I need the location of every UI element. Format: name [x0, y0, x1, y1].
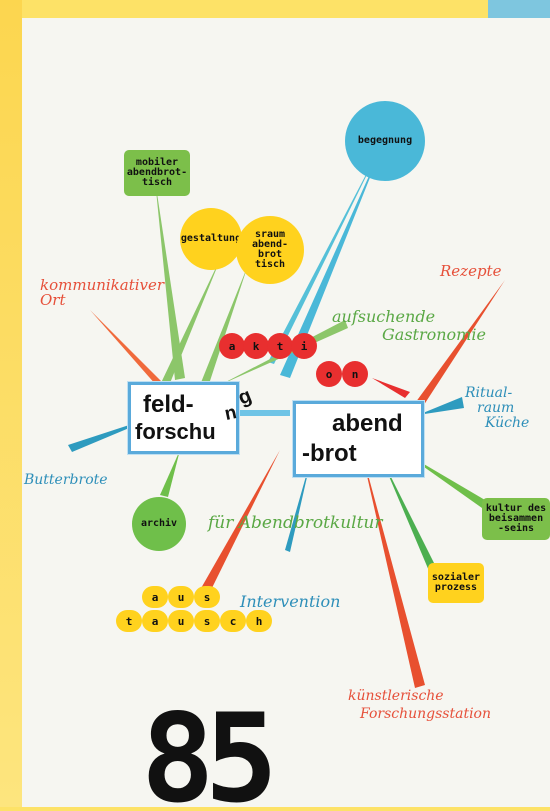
- aktion-letter-n: n: [342, 361, 368, 387]
- aktion-letter-a: a: [219, 333, 245, 359]
- kommunikativer-line-1: kommunikativer: [40, 276, 165, 294]
- node-kultur-des-beisammenseins: kultur des beisammen -seins: [482, 498, 550, 540]
- mobiler-line-2: abendbrot-: [126, 167, 188, 178]
- node-mobiler-abendbrottisch: mobiler abendbrot- tisch: [124, 150, 190, 196]
- ritualraum-line-3: Küche: [485, 415, 530, 431]
- kultur-line-2: beisammen: [488, 513, 544, 524]
- sraum-line-4: tisch: [254, 259, 286, 270]
- aktion-letter-k: k: [243, 333, 269, 359]
- label-aufsuchende-gastronomie: aufsuchende Gastronomie: [332, 308, 486, 344]
- sozialer-line-2: prozess: [434, 582, 478, 593]
- sraum-line-2: abend-: [251, 239, 289, 250]
- feld-line-1: feld-: [143, 391, 194, 418]
- blue-corner-band: [488, 0, 550, 18]
- main-box-abendbrot: abend -brot: [293, 401, 424, 477]
- label-intervention: Intervention: [240, 592, 341, 611]
- sraum-line-1: sraum: [254, 229, 286, 240]
- abend-line-1: abend: [332, 410, 403, 437]
- abend-line-2: -brot: [302, 440, 357, 467]
- kuenstlerische-line-2: Forschungsstation: [360, 706, 491, 722]
- top-border: [0, 0, 550, 18]
- kultur-line-3: -seins: [497, 523, 535, 534]
- kuenstlerische-line-1: künstlerische: [348, 688, 444, 704]
- label-butterbrote: Butterbrote: [24, 472, 108, 488]
- austausch-letter-c: c: [220, 610, 246, 632]
- label-rezepte: Rezepte: [440, 262, 502, 280]
- node-begegnung: begegnung: [345, 101, 425, 181]
- node-archiv: archiv: [132, 497, 186, 551]
- page-number: 85: [141, 688, 341, 811]
- austausch-letter-s2: s: [194, 610, 220, 632]
- left-border: [0, 0, 22, 807]
- austausch-letter-a: a: [142, 586, 168, 608]
- gestaltung-label: gestaltung: [180, 233, 242, 244]
- aktion-letter-t: t: [267, 333, 293, 359]
- node-sraum: sraum abend- brot tisch: [236, 216, 304, 284]
- mobiler-line-3: tisch: [141, 177, 173, 188]
- aufsuchende-line-2: Gastronomie: [382, 325, 486, 344]
- austausch-letter-u2: u: [168, 610, 194, 632]
- sraum-line-3: brot: [257, 249, 283, 260]
- label-kommunikativer-ort: kommunikativer Ort: [40, 278, 164, 308]
- ritualraum-line-1: Ritual-: [465, 385, 513, 401]
- kommunikativer-line-2: Ort: [40, 291, 66, 309]
- label-fuer-abendbrotkultur: für Abendbrotkultur: [208, 513, 383, 533]
- archiv-label: archiv: [140, 518, 178, 529]
- node-gestaltung: gestaltung: [180, 208, 242, 270]
- austausch-letter-h: h: [246, 610, 272, 632]
- austausch-letter-u: u: [168, 586, 194, 608]
- mobiler-line-1: mobiler: [135, 157, 179, 168]
- node-begegnung-label: begegnung: [357, 135, 413, 146]
- sozialer-line-1: sozialer: [431, 572, 481, 583]
- austausch-letter-a2: a: [142, 610, 168, 632]
- aktion-letter-o: o: [316, 361, 342, 387]
- page-number-logo: 85: [141, 688, 280, 811]
- label-ritualraum-kueche: Ritual- raum Küche: [465, 386, 529, 431]
- node-sozialer-prozess: sozialer prozess: [428, 563, 484, 603]
- feld-letter-n: n: [222, 402, 239, 425]
- label-kuenstlerische-forschungsstation: künstlerische Forschungsstation: [348, 687, 491, 723]
- kultur-line-1: kultur des: [485, 503, 547, 514]
- austausch-letter-t: t: [116, 610, 142, 632]
- main-box-feldforschung: feld- forschu n g: [128, 382, 255, 454]
- ritualraum-line-2: raum: [477, 400, 515, 416]
- aufsuchende-line-1: aufsuchende: [332, 307, 436, 326]
- aktion-letter-i: i: [291, 333, 317, 359]
- feld-line-2: forschu: [135, 419, 216, 444]
- page-number-text: 85: [141, 705, 270, 807]
- austausch-letter-s: s: [194, 586, 220, 608]
